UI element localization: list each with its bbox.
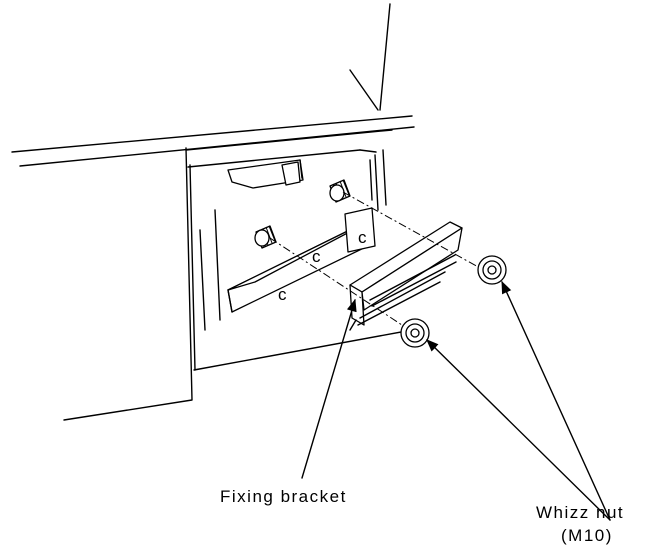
rail-beam: c c c [227, 207, 376, 313]
label-fixing-bracket: Fixing bracket [220, 487, 347, 506]
svg-text:c: c [312, 247, 322, 266]
front-stud-bolt [254, 225, 277, 249]
label-whizz-nut: Whizz nut [536, 503, 624, 522]
svg-text:c: c [278, 285, 288, 304]
upper-block [227, 159, 304, 189]
upper-frame [11, 3, 415, 167]
alignment-lines [269, 191, 481, 328]
whizz-nut-right [477, 255, 507, 285]
fixing-bracket-part [349, 221, 463, 331]
svg-text:c: c [358, 228, 368, 247]
leader-lines [301, 280, 611, 521]
rear-stud-bolt [329, 179, 351, 203]
cabinet-frame [63, 147, 413, 421]
label-whizz-nut-size: (M10) [561, 526, 613, 545]
whizz-nut-left [400, 318, 430, 348]
interior-guides [369, 149, 387, 211]
